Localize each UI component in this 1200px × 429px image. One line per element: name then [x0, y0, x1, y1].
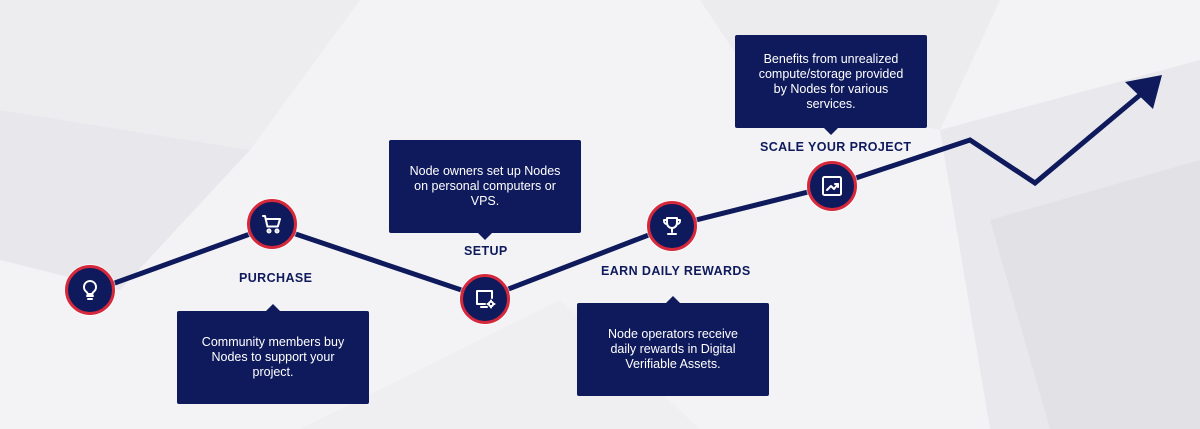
- step-scale-node: [807, 161, 857, 211]
- step-scale-description-box: Benefits from unrealized compute/storage…: [735, 35, 927, 135]
- chart-trend-icon: [822, 176, 842, 196]
- step-rewards-description: Node operators receive daily rewards in …: [608, 327, 738, 371]
- step-idea-node: [65, 265, 115, 315]
- step-setup-description-box: Node owners set up Nodes on personal com…: [389, 140, 581, 240]
- step-rewards-label: EARN DAILY REWARDS: [601, 264, 751, 278]
- monitor-gear-icon: [476, 290, 496, 309]
- step-purchase-node: [247, 199, 297, 249]
- step-rewards-description-box: Node operators receive daily rewards in …: [577, 296, 769, 396]
- shopping-cart-icon: [262, 215, 281, 234]
- step-rewards-node: [647, 201, 697, 251]
- step-setup-node: [460, 274, 510, 324]
- step-purchase-label: PURCHASE: [239, 271, 313, 285]
- step-scale-description: Benefits from unrealized compute/storage…: [758, 51, 904, 111]
- step-setup-label: SETUP: [464, 244, 508, 258]
- arrow-head: [1125, 75, 1162, 109]
- step-scale-label: SCALE YOUR PROJECT: [760, 140, 912, 154]
- step-purchase-description: Community members buy Nodes to support y…: [201, 335, 345, 379]
- trophy-icon: [663, 217, 681, 235]
- step-purchase-description-box: Community members buy Nodes to support y…: [177, 304, 369, 404]
- step-setup-description: Node owners set up Nodes on personal com…: [409, 164, 561, 208]
- lightbulb-icon: [82, 279, 98, 300]
